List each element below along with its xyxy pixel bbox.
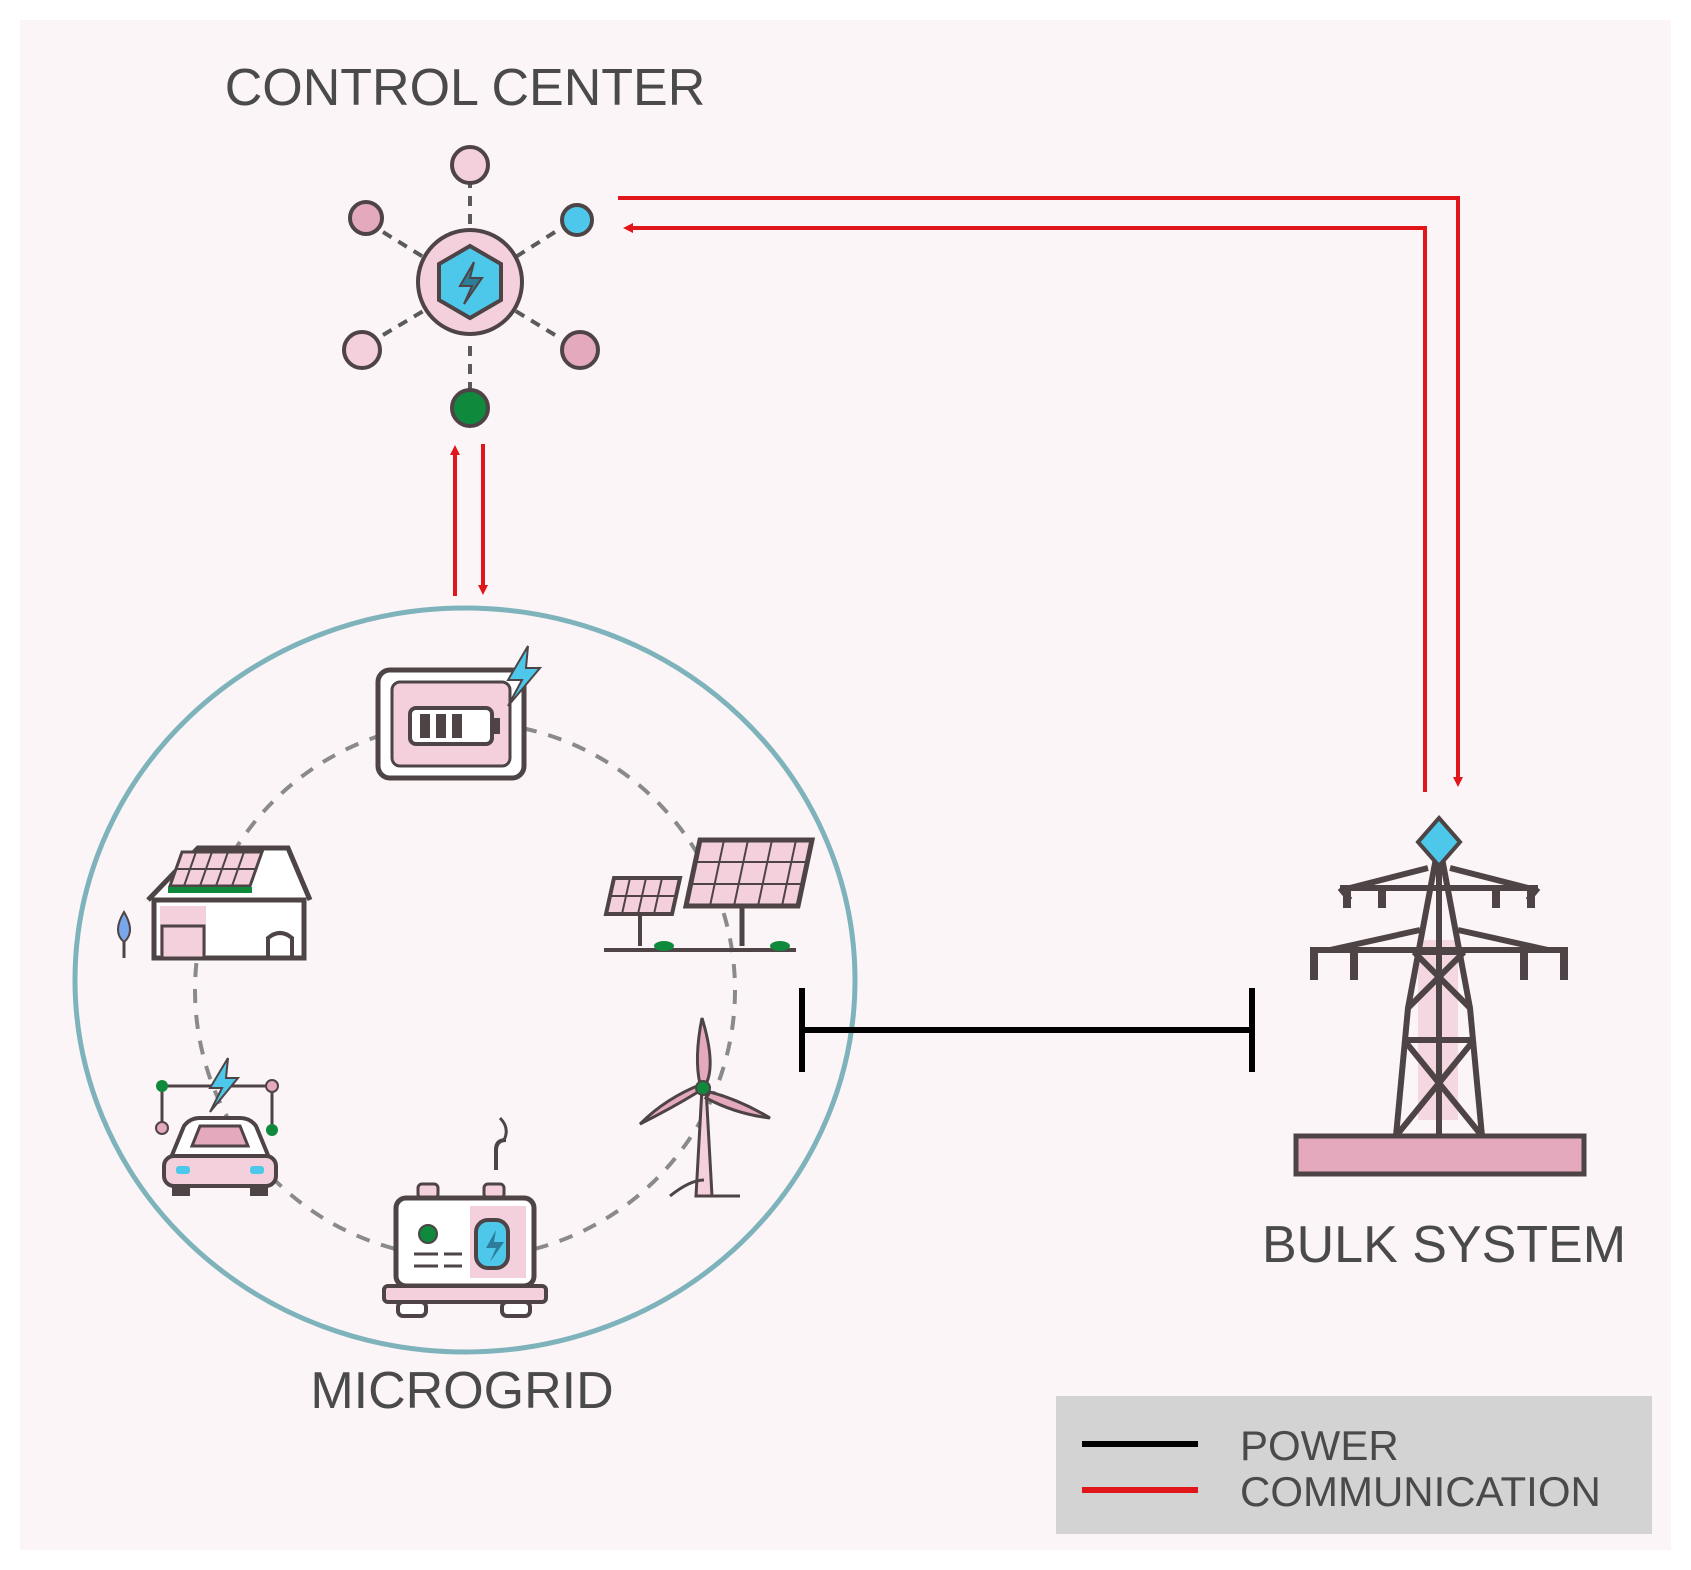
legend-box: [1056, 1396, 1652, 1534]
comm-line-to-bulk: [618, 196, 1463, 787]
legend-communication-label: COMMUNICATION: [1240, 1468, 1601, 1515]
power-link: [799, 988, 1255, 1072]
network-hub-icon: [342, 145, 600, 428]
comm-line-from-bulk: [623, 223, 1427, 792]
microgrid-label: MICROGRID: [310, 1362, 613, 1420]
electric-vehicle-icon: [155, 1057, 279, 1196]
communication-links: [450, 196, 1463, 792]
legend-power-label: POWER: [1240, 1422, 1399, 1469]
bulk-system-label: BULK SYSTEM: [1262, 1216, 1626, 1274]
transmission-tower-icon: [1293, 814, 1587, 1177]
legend: POWER COMMUNICATION: [1056, 1396, 1652, 1534]
background-panel: [20, 20, 1671, 1550]
battery-storage-icon: [375, 645, 543, 781]
control-center-label: CONTROL CENTER: [225, 59, 706, 117]
generator-icon: [382, 1116, 548, 1318]
solar-house-icon: [117, 845, 313, 961]
solar-panels-icon: [603, 837, 816, 952]
wind-turbine-icon: [638, 1017, 771, 1198]
microgrid-ring: [72, 605, 858, 1355]
